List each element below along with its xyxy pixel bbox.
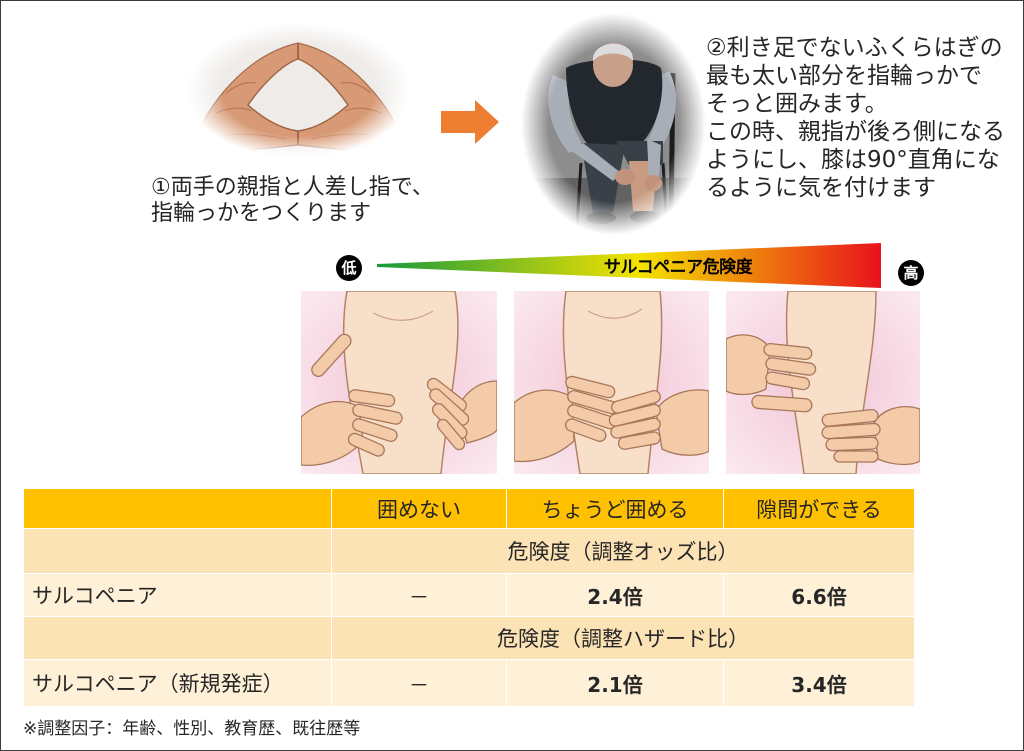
row-value: 3.4倍 xyxy=(723,659,915,707)
step2-line: ②利き足でないふくらはぎの xyxy=(706,35,1003,61)
row-label: サルコペニア（新規発症） xyxy=(23,659,332,707)
seated-man-photo xyxy=(521,13,706,235)
step2-line: 最も太い部分を指輪っかで xyxy=(706,63,982,89)
column-header-just-encircles: ちょうど囲める xyxy=(506,488,724,529)
calf-illustration-gap-forms xyxy=(725,290,921,475)
step2-line: ようにし、膝は90°直角にな xyxy=(706,147,1000,173)
table-row: サルコペニア（新規発症） － 2.1倍 3.4倍 xyxy=(23,659,915,707)
table-section-row: 危険度（調整ハザード比） xyxy=(23,616,915,660)
risk-scale-label: サルコペニア危険度 xyxy=(603,257,753,278)
arrow-right-icon xyxy=(441,100,499,144)
row-value: 6.6倍 xyxy=(723,573,915,617)
row-value: 2.4倍 xyxy=(506,573,724,617)
column-header-gap-forms: 隙間ができる xyxy=(723,488,915,529)
calf-illustration-just-encircles xyxy=(513,290,710,475)
hands-ring-photo xyxy=(186,23,411,158)
section-title-hazard-ratio: 危険度（調整ハザード比） xyxy=(331,616,915,660)
column-header-cannot-encircle: 囲めない xyxy=(331,488,507,529)
step1-line: ①両手の親指と人差し指で、 xyxy=(151,175,434,200)
row-label: サルコペニア xyxy=(23,573,332,617)
table-row: サルコペニア － 2.4倍 6.6倍 xyxy=(23,573,915,617)
scale-low-marker: 低 xyxy=(336,255,362,281)
step2-line: そっと囲みます。 xyxy=(706,91,888,117)
step2-instruction: ②利き足でないふくらはぎの 最も太い部分を指輪っかで そっと囲みます。 この時、… xyxy=(706,34,1005,202)
step1-instruction: ①両手の親指と人差し指で、 指輪っかをつくります xyxy=(151,175,434,227)
table-header-blank xyxy=(23,488,332,529)
section-title-odds-ratio: 危険度（調整オッズ比） xyxy=(331,528,915,574)
row-value: － xyxy=(331,573,507,617)
section-blank-cell xyxy=(23,528,332,574)
section-blank-cell xyxy=(23,616,332,660)
risk-gradient-bar xyxy=(377,241,885,291)
scale-high-marker: 高 xyxy=(898,260,924,286)
table-section-row: 危険度（調整オッズ比） xyxy=(23,528,915,574)
table-header-row: 囲めない ちょうど囲める 隙間ができる xyxy=(23,488,915,529)
step1-line: 指輪っかをつくります xyxy=(151,201,372,226)
step2-line: るように気を付けます xyxy=(706,175,936,201)
row-value: － xyxy=(331,659,507,707)
row-value: 2.1倍 xyxy=(506,659,724,707)
step2-line: この時、親指が後ろ側になる xyxy=(706,119,1005,145)
risk-table: 囲めない ちょうど囲める 隙間ができる 危険度（調整オッズ比） サルコペニア －… xyxy=(23,488,915,707)
calf-illustration-cannot-encircle xyxy=(300,290,498,475)
footnote: ※調整因子：年齢、性別、教育歴、既往歴等 xyxy=(23,719,361,739)
